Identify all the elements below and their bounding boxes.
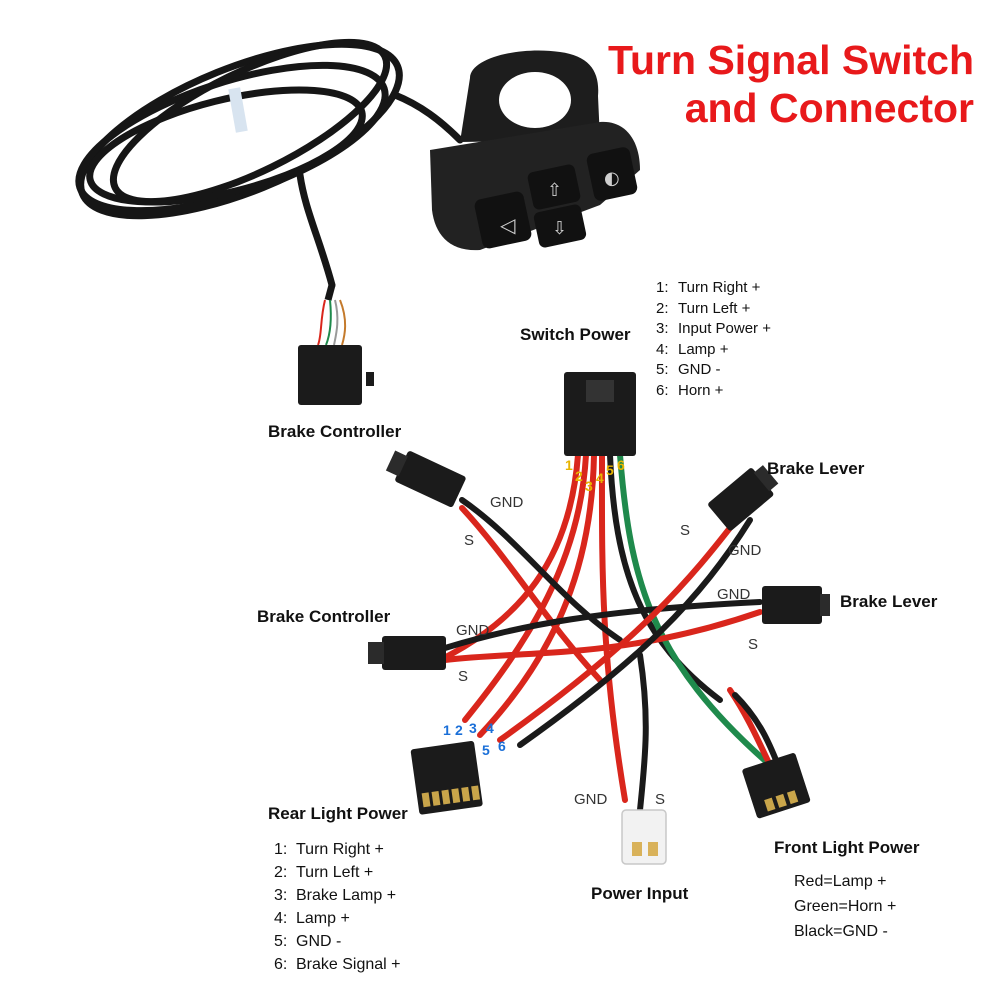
brake-controller-connector-2 [368,636,446,670]
arrow-up-icon: ⇧ [547,180,562,201]
pinout-item: 4:Lamp + [274,910,350,927]
page-title: Turn Signal Switch and Connector [514,36,974,132]
brake-controller-connector-1 [385,450,466,508]
horn-icon: ◁ [499,213,516,237]
pinout-item: 1:Turn Right + [656,279,761,296]
switch-pin-4: 4 [596,470,604,486]
pinout-item: 2:Turn Left + [656,299,751,317]
handlebar-clamp-hole [499,72,571,128]
turn-down-button [533,204,587,248]
switch-pin-6: 6 [617,457,625,473]
rear-light-connector [410,740,483,815]
wire-label-gnd-bc1: GND [490,494,524,511]
wire-label-gnd-bl1: GND [728,542,762,559]
pinout-item: 6:Brake Signal + [274,956,401,973]
label-brake-lever-1: Brake Lever [767,459,865,478]
legend-green: Green=Horn + [794,898,897,915]
front-light-legend: Red=Lamp + Green=Horn + Black=GND - [794,869,896,944]
switch-pin-5: 5 [606,462,614,478]
wire-label-s-bc1: S [464,532,475,549]
label-brake-controller-1: Brake Controller [268,422,402,441]
wire-label-s-power: S [655,791,666,808]
wire-label-gnd-power: GND [574,791,608,808]
title-line-2: and Connector [684,85,974,131]
switch-cable-connector [298,284,374,405]
pinout-item: 5:GND - [274,933,342,950]
pinout-item: 4:Lamp + [656,340,729,358]
harness-wires [437,452,781,813]
pinout-item: 5:GND - [656,361,721,378]
front-light-connector [742,753,811,819]
rear-pin-2: 2 [455,722,463,738]
coiled-cable [75,38,464,289]
pinout-item: 6:Horn + [656,381,724,399]
brake-lever-connector-2 [762,586,830,624]
pinout-item: 3:Brake Lamp + [274,887,397,904]
pinout-item: 1:Turn Right + [274,841,384,858]
horn-button [474,191,532,249]
cable-tie [228,87,248,133]
rear-pin-4: 4 [486,720,494,736]
handlebar-switch: ◁ ⇧ ⇩ ◐ [430,50,640,251]
turn-up-button [527,164,581,210]
wire-label-gnd-bc2: GND [456,622,490,639]
switch-power-pinout: 1:Turn Right + 2:Turn Left + 3:Input Pow… [656,278,771,401]
label-rear-light-power: Rear Light Power [268,804,408,823]
wire-label-s-bc2: S [458,668,469,685]
rear-pin-6: 6 [498,738,506,754]
power-input-connector [621,809,667,865]
wire-label-s-bl2: S [748,636,759,653]
rear-light-pinout: 1:Turn Right + 2:Turn Left + 3:Brake Lam… [274,838,401,976]
label-brake-controller-2: Brake Controller [257,607,391,626]
pinout-item: 2:Turn Left + [274,864,374,881]
label-switch-power: Switch Power [520,325,631,344]
rear-pin-5: 5 [482,742,490,758]
arrow-down-icon: ⇩ [552,218,567,239]
wire-label-gnd-bl2: GND [717,586,751,603]
rear-pin-3: 3 [469,720,477,736]
switch-power-connector [564,372,636,456]
switch-pin-2: 2 [575,468,583,484]
label-brake-lever-2: Brake Lever [840,592,938,611]
wire-label-s-bl1: S [680,522,691,539]
legend-black: Black=GND - [794,923,888,940]
headlight-icon: ◐ [604,168,620,189]
pinout-item: 3:Input Power + [656,320,771,337]
rear-pin-1: 1 [443,722,451,738]
brake-lever-connector-1 [708,465,779,531]
title-line-1: Turn Signal Switch [608,37,974,83]
label-front-light-power: Front Light Power [774,838,920,857]
headlight-button [586,147,638,201]
label-power-input: Power Input [591,884,689,903]
switch-pin-3: 3 [585,478,593,494]
switch-pin-1: 1 [565,457,573,473]
legend-red: Red=Lamp + [794,873,887,890]
